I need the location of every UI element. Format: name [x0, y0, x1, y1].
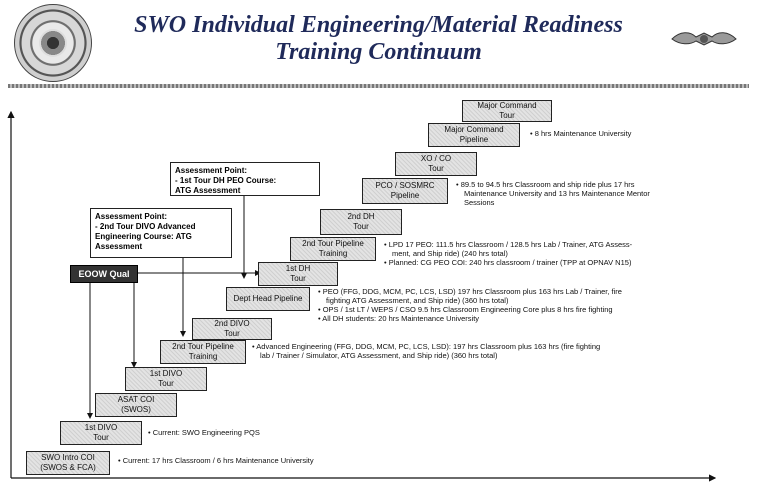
swo-school-seal-logo	[14, 4, 92, 82]
header-divider	[8, 84, 749, 88]
note-pco: • 89.5 to 94.5 hrs Classroom and ship ri…	[456, 180, 650, 207]
step-dept-head-pipeline: Dept Head Pipeline	[226, 287, 310, 311]
note-major: • 8 hrs Maintenance University	[530, 129, 632, 138]
step-asat-coi: ASAT COI(SWOS)	[95, 393, 177, 417]
seal-center-emblem	[39, 29, 67, 57]
note-lpd: • LPD 17 PEO: 111.5 hrs Classroom / 128.…	[384, 240, 633, 267]
step-swo-intro-coi: SWO Intro COI(SWOS & FCA)	[26, 451, 110, 475]
note-adv-eng: • Advanced Engineering (FFG, DDG, MCM, P…	[252, 342, 601, 360]
note-divo1: • Current: SWO Engineering PQS	[148, 428, 260, 437]
page-title: SWO Individual Engineering/Material Read…	[0, 12, 757, 66]
note-peo: • PEO (FFG, DDG, MCM, PC, LCS, LSD) 197 …	[318, 287, 622, 323]
note-intro: • Current: 17 hrs Classroom / 6 hrs Main…	[118, 456, 314, 465]
eoow-qual-badge: EOOW Qual	[70, 265, 138, 283]
title-line-1: SWO Individual Engineering/Material Read…	[134, 12, 623, 38]
title-line-2: Training Continuum	[275, 39, 482, 65]
swo-pin-badge-icon	[671, 32, 737, 46]
assessment-point-divo-advanced: Assessment Point: - 2nd Tour DIVO Advanc…	[90, 208, 232, 258]
assessment-point-dh-peo: Assessment Point: - 1st Tour DH PEO Cour…	[170, 162, 320, 196]
